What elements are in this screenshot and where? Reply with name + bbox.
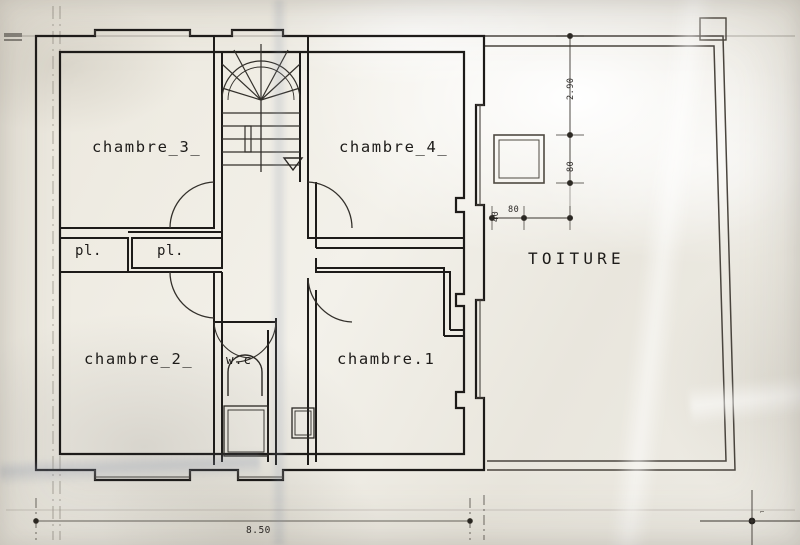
dimension-line-bottom — [33, 495, 485, 540]
bottom-right-reference-point — [700, 490, 800, 545]
room-label-chambre-2: chambre_2_ — [84, 350, 194, 368]
dimension-label-overall-width: 8.50 — [246, 525, 271, 536]
interior-partitions — [60, 36, 464, 465]
staircase — [221, 44, 303, 172]
dimension-label-skylight-width: 80 — [508, 205, 520, 215]
dimension-label-skylight-height: 80 — [566, 160, 576, 172]
skylight-opening — [493, 134, 545, 184]
sheet-corner-mark: ⌐ — [760, 508, 765, 516]
wc-toilet-fixture — [227, 354, 263, 396]
room-label-chambre-4: chambre_4_ — [339, 138, 449, 156]
area-label-toiture: TOITURE — [528, 249, 625, 268]
dimension-lines-right — [488, 32, 584, 230]
room-label-wc: w.c — [226, 352, 253, 367]
closet-label-placard-right: pl. — [157, 243, 185, 259]
chambre1-window-small — [291, 407, 315, 439]
dimension-label-offset-40: 40 — [491, 210, 501, 222]
axis-tick-marks — [4, 33, 22, 41]
door-swing-arcs — [169, 181, 353, 363]
dimension-label-roof-height: 2.90 — [566, 77, 576, 100]
room-label-chambre-3: chambre_3_ — [92, 138, 202, 156]
room-label-chambre-1: chambre.1 — [337, 350, 436, 368]
wc-window-below — [223, 405, 269, 457]
closet-label-placard-left: pl. — [75, 243, 103, 259]
wall-openings — [94, 30, 484, 480]
